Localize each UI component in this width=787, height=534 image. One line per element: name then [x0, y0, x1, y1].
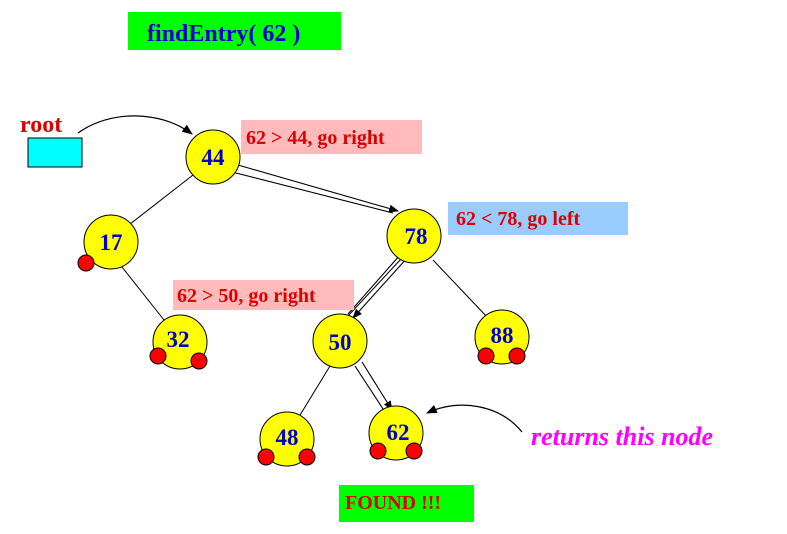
node-17: 17: [77, 214, 139, 272]
step-annotation-2: 62 < 78, go left: [448, 202, 628, 235]
null-child-dot: [257, 448, 275, 466]
node-17-label: 17: [100, 230, 123, 255]
edge-50-48: [296, 365, 331, 421]
step-1-text: 62 > 44, go right: [246, 127, 385, 149]
step-annotation-3: 62 > 50, go right: [173, 280, 354, 310]
node-62-label: 62: [387, 420, 410, 445]
null-child-dot: [149, 347, 167, 365]
null-child-dot: [369, 442, 387, 460]
node-50-label: 50: [329, 330, 352, 355]
node-78-label: 78: [405, 224, 428, 249]
null-child-dot: [477, 347, 495, 365]
node-44-label: 44: [202, 145, 226, 170]
root-arrow: [77, 115, 193, 135]
path-78-50-a: [347, 254, 401, 315]
path-44-78-arrow: [237, 164, 399, 213]
step-3-text: 62 > 50, go right: [177, 285, 316, 307]
node-62-found: 62: [368, 405, 424, 461]
tree-edges: [117, 174, 489, 421]
edge-78-50: [346, 257, 403, 318]
node-32-label: 32: [167, 327, 190, 352]
node-48: 48: [257, 411, 316, 467]
node-88: 88: [474, 309, 530, 365]
title-text: findEntry( 62 ): [147, 21, 300, 47]
found-text: FOUND !!!: [345, 492, 441, 514]
step-annotation-1: 62 > 44, go right: [241, 120, 422, 154]
edge-44-17: [124, 174, 194, 229]
title-box: findEntry( 62 ): [128, 12, 341, 50]
step-2-text: 62 < 78, go left: [456, 208, 580, 230]
result-arrow: [426, 404, 523, 433]
null-child-dot: [77, 254, 95, 272]
path-50-62-a: [354, 365, 386, 413]
search-path: [231, 164, 409, 413]
result-text: returns this node: [531, 422, 713, 451]
path-44-78-a: [231, 171, 394, 214]
node-78: 78: [386, 208, 442, 264]
path-78-50-arrow: [352, 256, 409, 319]
root-pointer-box: [27, 137, 83, 168]
node-48-label: 48: [276, 425, 299, 450]
node-32: 32: [149, 314, 208, 370]
null-child-dot: [405, 442, 423, 460]
root-label: root: [20, 112, 62, 138]
null-child-dot: [508, 347, 526, 365]
edge-17-32: [117, 261, 165, 321]
edge-78-88: [432, 259, 489, 319]
path-50-62-arrow: [361, 361, 393, 411]
node-44: 44: [185, 129, 241, 185]
node-88-label: 88: [491, 323, 514, 348]
null-child-dot: [298, 448, 316, 466]
node-50: 50: [312, 313, 368, 369]
null-child-dot: [190, 352, 208, 370]
found-box: FOUND !!!: [339, 485, 474, 522]
